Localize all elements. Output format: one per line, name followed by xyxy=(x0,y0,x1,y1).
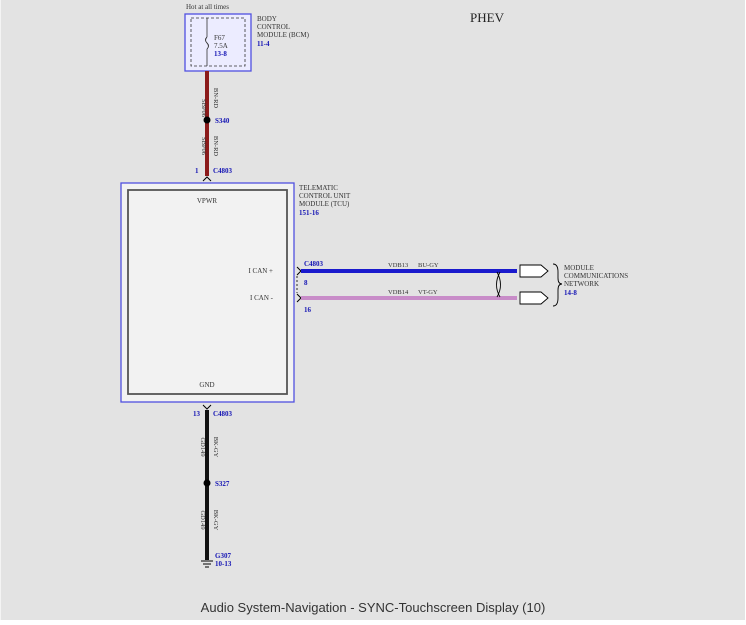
ground-wire-color-lower: BK-GY xyxy=(212,510,219,531)
splice-s340-label[interactable]: S340 xyxy=(215,117,230,125)
diagram-caption: Audio System-Navigation - SYNC-Touchscre… xyxy=(200,600,546,615)
network-connector-minus[interactable] xyxy=(519,291,549,305)
ground-ref-link[interactable]: 10-13 xyxy=(215,560,232,568)
network-connector-plus[interactable] xyxy=(519,264,549,278)
network-name-line-3: NETWORK xyxy=(564,280,599,288)
can-minus-color: VT-GY xyxy=(418,289,438,296)
power-wire-color-lower: BN-RD xyxy=(212,136,219,157)
power-wire-circuit-upper: SBP06 xyxy=(200,99,207,118)
splice-s327-label[interactable]: S327 xyxy=(215,480,230,488)
tcu-name-line-1: TELEMATIC xyxy=(299,184,338,192)
network-name-line-2: COMMUNICATIONS xyxy=(564,272,628,280)
tcu-ican-minus-label: I CAN - xyxy=(250,294,274,302)
can-connector-label[interactable]: C4803 xyxy=(304,260,324,268)
tcu-vpwr-label: VPWR xyxy=(197,197,218,205)
connector-arrow-top xyxy=(202,176,212,182)
can-minus-connector-arrow xyxy=(296,293,302,303)
fuse-ref-link[interactable]: 13-8 xyxy=(214,50,227,58)
bcm-name-line-3: MODULE (BCM) xyxy=(257,31,310,39)
network-brace xyxy=(552,263,563,307)
tcu-gnd-label: GND xyxy=(199,381,214,389)
power-wire-circuit-lower: SBP06 xyxy=(200,137,207,156)
bcm-name-line-1: BODY xyxy=(257,15,277,23)
tcu-ref-link[interactable]: 151-16 xyxy=(299,209,319,217)
ground-symbol xyxy=(201,560,213,568)
ground-wire-color-upper: BK-GY xyxy=(212,437,219,458)
tcu-power-connector[interactable]: C4803 xyxy=(213,167,233,175)
connector-arrow-bottom xyxy=(202,404,212,410)
tcu-gnd-connector[interactable]: C4803 xyxy=(213,410,233,418)
tcu-module-inner xyxy=(127,189,288,395)
bcm-ref-link[interactable]: 11-4 xyxy=(257,40,270,48)
network-ref-link[interactable]: 14-8 xyxy=(564,289,577,297)
bcm-module-box[interactable] xyxy=(184,13,252,72)
fuse-id: F67 xyxy=(214,34,225,42)
ground-wire-circuit-upper: GD149 xyxy=(199,437,206,456)
splice-s327[interactable] xyxy=(203,479,211,487)
can-plus-connector-arrow xyxy=(296,266,302,276)
ground-g307-label[interactable]: G307 xyxy=(215,552,231,560)
can-minus-circuit: VDB14 xyxy=(388,289,409,296)
fuse-rating: 7.5A xyxy=(214,42,228,50)
can-plus-pin: 8 xyxy=(304,279,308,287)
power-wire-color-upper: BN-RD xyxy=(212,88,219,109)
tcu-name-line-3: MODULE (TCU) xyxy=(299,200,350,208)
variant-label: PHEV xyxy=(470,10,505,25)
fuse-symbol xyxy=(205,36,209,50)
twisted-pair-symbol xyxy=(496,271,501,298)
tcu-gnd-pin: 13 xyxy=(193,410,201,418)
can-minus-pin: 16 xyxy=(304,306,312,314)
fuse-box-dashed xyxy=(190,17,246,67)
ground-wire-circuit-lower: GD149 xyxy=(199,510,206,529)
can-plus-color: BU-GY xyxy=(418,262,439,269)
tcu-name-line-2: CONTROL UNIT xyxy=(299,192,351,200)
tcu-ican-plus-label: I CAN + xyxy=(248,267,273,275)
bcm-name-line-2: CONTROL xyxy=(257,23,290,31)
network-name-line-1: MODULE xyxy=(564,264,594,272)
splice-s340[interactable] xyxy=(203,116,211,124)
can-plus-circuit: VDB13 xyxy=(388,262,408,269)
hot-at-all-times-label: Hot at all times xyxy=(186,3,229,11)
tcu-power-pin: 1 xyxy=(195,167,199,175)
